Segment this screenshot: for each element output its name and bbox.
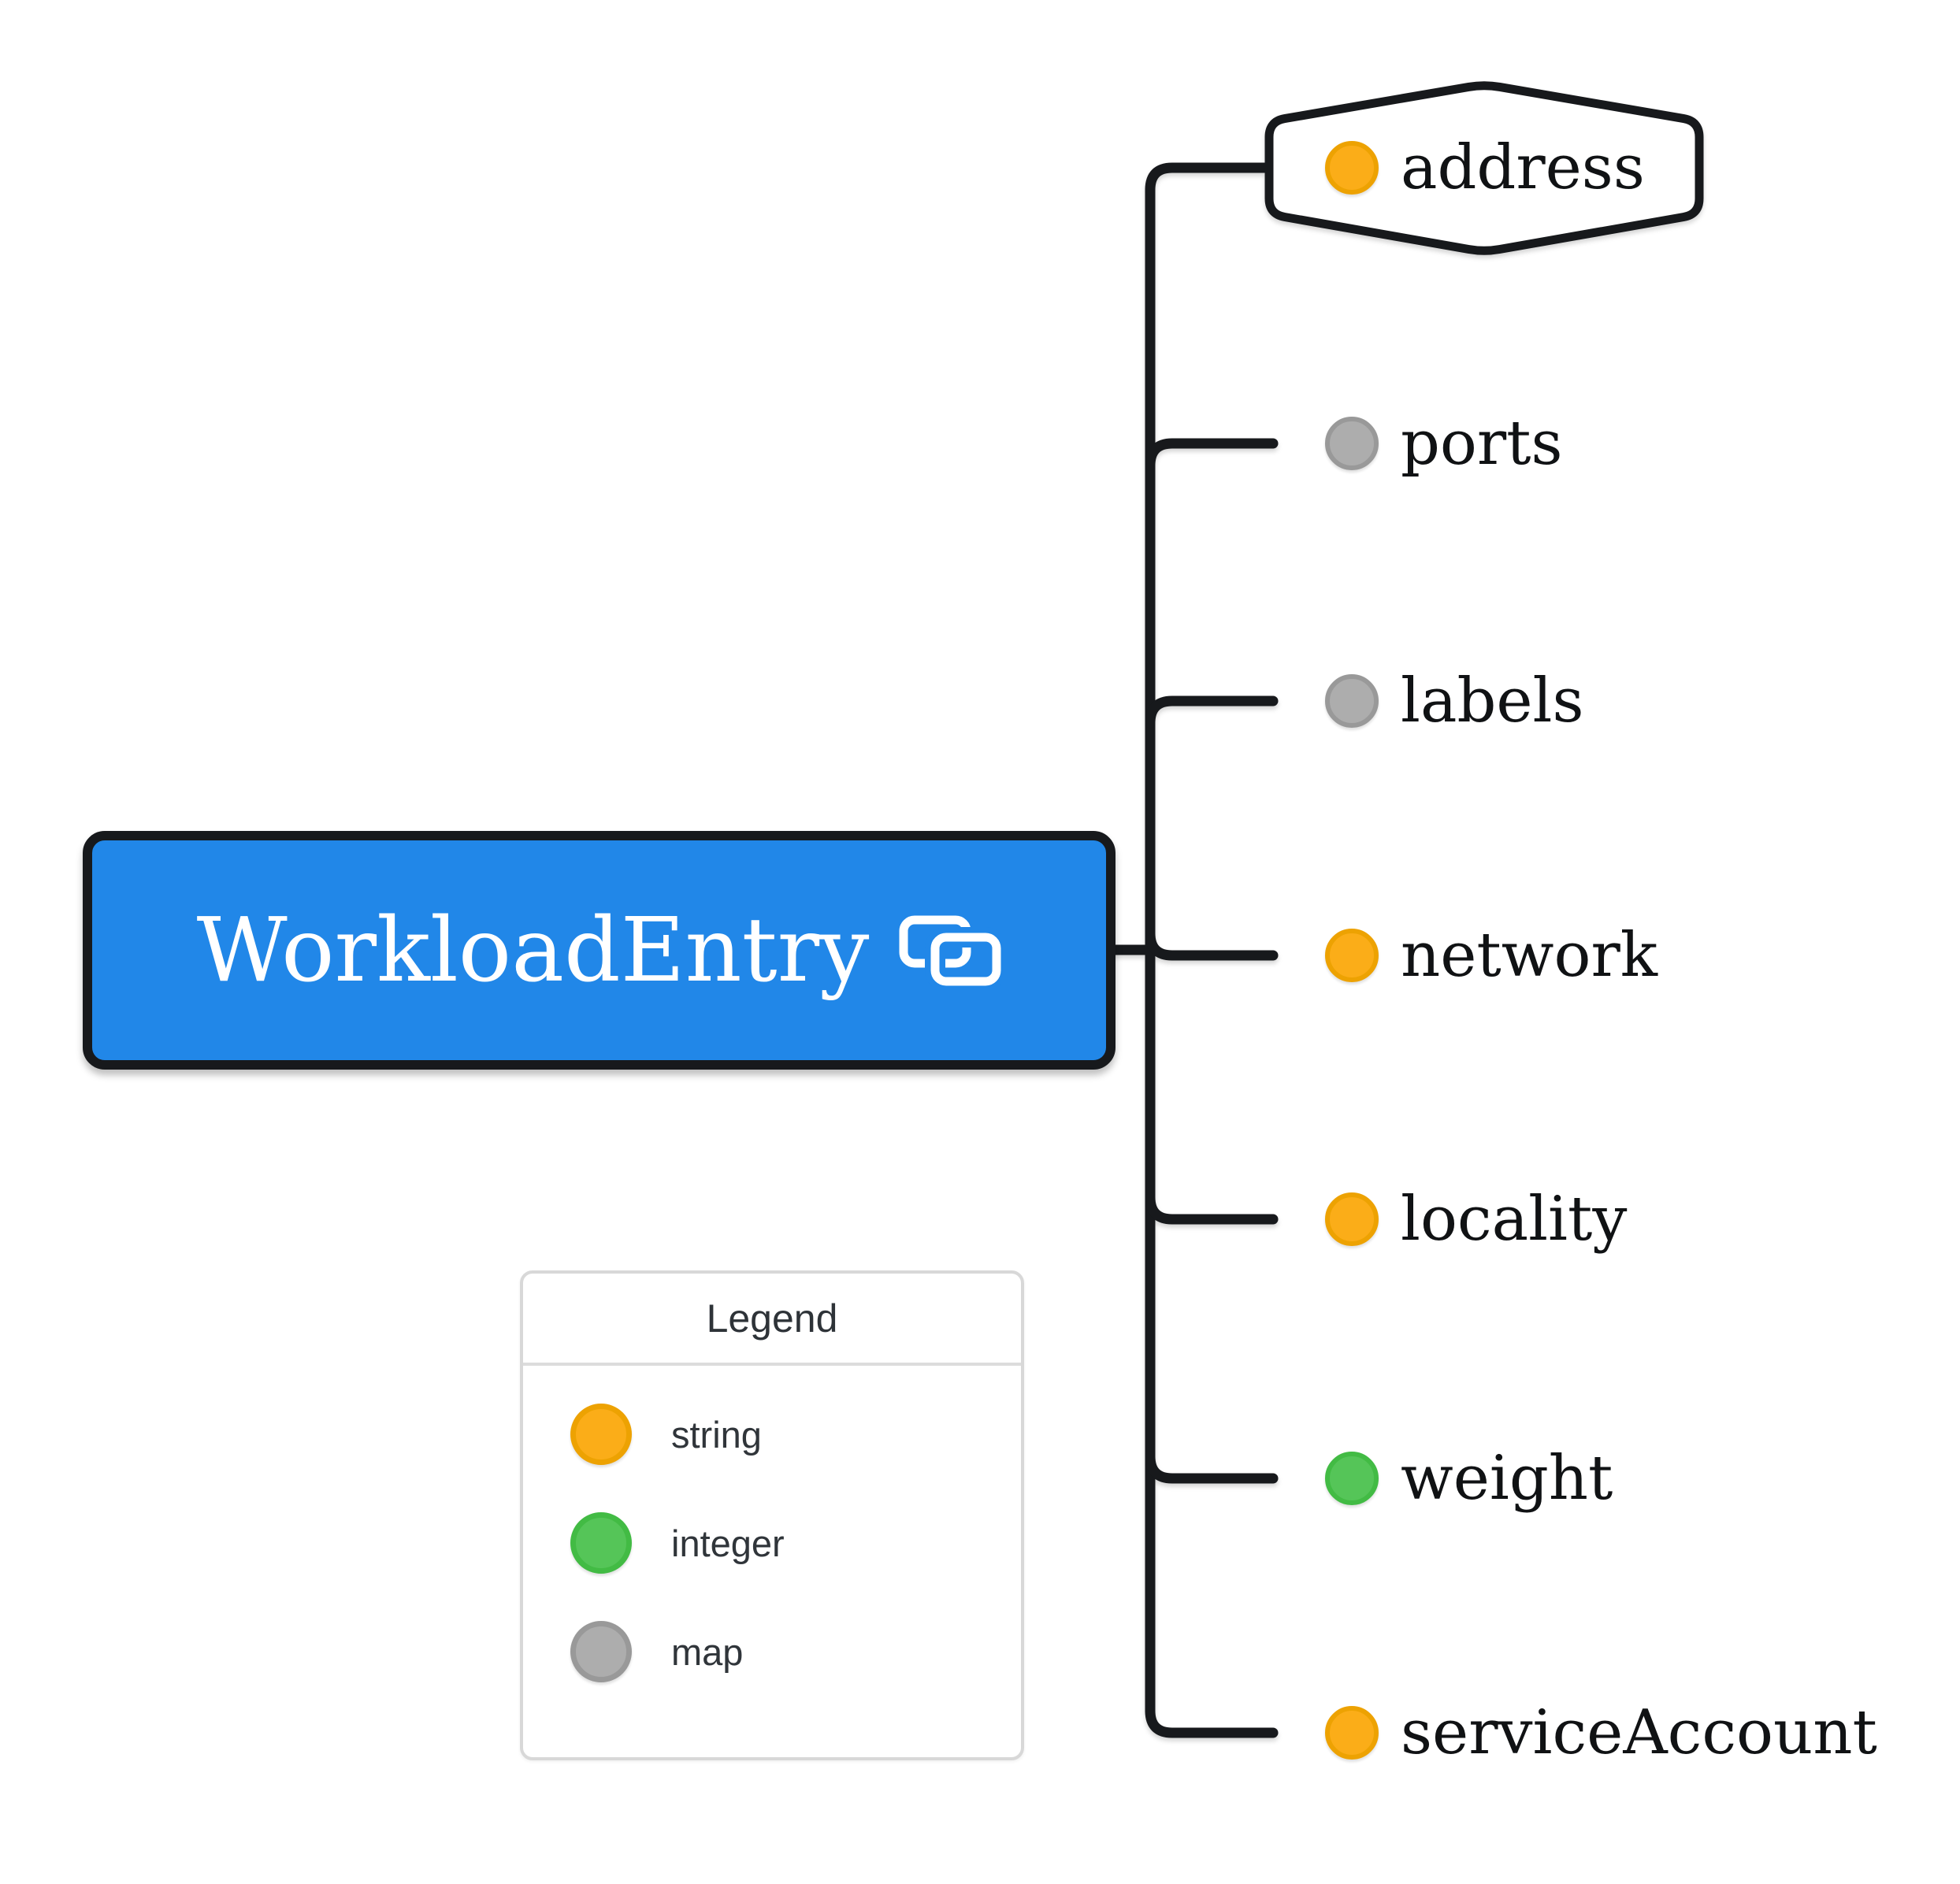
node-label: locality bbox=[1401, 1184, 1628, 1255]
legend-item-string: string bbox=[523, 1380, 1021, 1489]
branch-network bbox=[1145, 928, 1279, 961]
legend-header: Legend bbox=[523, 1274, 1021, 1366]
tree-node-serviceAccount: serviceAccount bbox=[1325, 1702, 1877, 1763]
branch-serviceAccount bbox=[1145, 1705, 1279, 1738]
legend-item-label: string bbox=[671, 1413, 762, 1456]
legend-item-map: map bbox=[523, 1597, 1021, 1706]
address-hexagon-shape bbox=[1264, 81, 1704, 255]
branch-address bbox=[1145, 162, 1279, 195]
root-node-workloadentry[interactable]: WorkloadEntry bbox=[83, 831, 1115, 1070]
map-type-dot-icon bbox=[570, 1621, 632, 1682]
node-label: address bbox=[1401, 132, 1645, 203]
branch-weight bbox=[1145, 1451, 1279, 1484]
link-icon[interactable] bbox=[899, 915, 1002, 986]
tree-node-locality: locality bbox=[1325, 1189, 1627, 1250]
map-type-dot-icon bbox=[1325, 674, 1379, 728]
branch-ports bbox=[1145, 438, 1279, 471]
root-node-label: WorkloadEntry bbox=[196, 899, 870, 1002]
string-type-dot-icon bbox=[1325, 929, 1379, 982]
node-label: serviceAccount bbox=[1401, 1697, 1877, 1768]
tree-node-labels: labels bbox=[1325, 670, 1584, 732]
branch-labels bbox=[1145, 695, 1279, 729]
legend-panel: Legend string integer map bbox=[520, 1270, 1024, 1760]
string-type-dot-icon bbox=[570, 1404, 632, 1465]
integer-type-dot-icon bbox=[1325, 1452, 1379, 1505]
legend-item-label: map bbox=[671, 1630, 744, 1673]
legend-title: Legend bbox=[706, 1296, 838, 1341]
string-type-dot-icon bbox=[1325, 1706, 1379, 1760]
tree-node-ports: ports bbox=[1325, 413, 1563, 474]
map-type-dot-icon bbox=[1325, 417, 1379, 470]
tree-node-network: network bbox=[1325, 925, 1657, 986]
legend-item-integer: integer bbox=[523, 1489, 1021, 1597]
string-type-dot-icon bbox=[1325, 1192, 1379, 1246]
node-label: network bbox=[1401, 920, 1658, 991]
string-type-dot-icon bbox=[1325, 141, 1379, 195]
tree-node-address: address bbox=[1325, 137, 1645, 198]
node-label: weight bbox=[1401, 1443, 1613, 1514]
node-label: ports bbox=[1401, 408, 1563, 479]
branch-locality bbox=[1145, 1192, 1279, 1225]
legend-rows: string integer map bbox=[523, 1366, 1021, 1706]
legend-item-label: integer bbox=[671, 1522, 785, 1564]
node-label: labels bbox=[1401, 666, 1584, 736]
tree-node-weight: weight bbox=[1325, 1448, 1613, 1509]
integer-type-dot-icon bbox=[570, 1512, 632, 1574]
